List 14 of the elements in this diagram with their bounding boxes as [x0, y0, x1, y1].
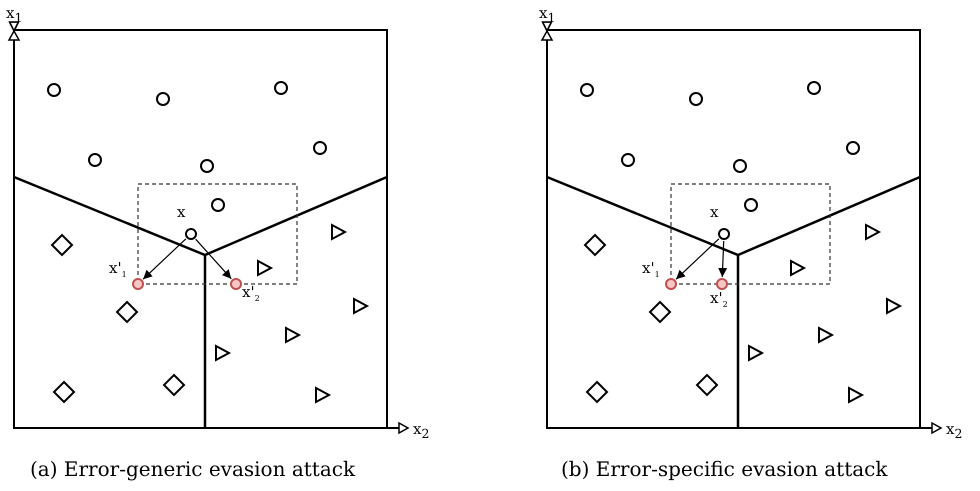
point-label: x'$_{1}$: [642, 260, 660, 281]
point-label: x'$_{2}$: [710, 290, 728, 311]
axis-label: x$_{2}$: [413, 420, 430, 443]
point-label: x: [710, 204, 718, 220]
panel-caption: (b) Error-specific evasion attack: [561, 460, 888, 478]
arrow: [676, 238, 720, 280]
point-label: x'$_{1}$: [109, 260, 127, 281]
arrow: [718, 240, 728, 278]
point-label: x: [177, 204, 186, 220]
axis-label: x$_{2}$: [946, 420, 962, 443]
point-label: x'$_{2}$: [242, 284, 260, 305]
arrow: [142, 238, 186, 280]
panel-caption: (a) Error-generic evasion attack: [30, 460, 356, 478]
arrow: [195, 238, 232, 280]
